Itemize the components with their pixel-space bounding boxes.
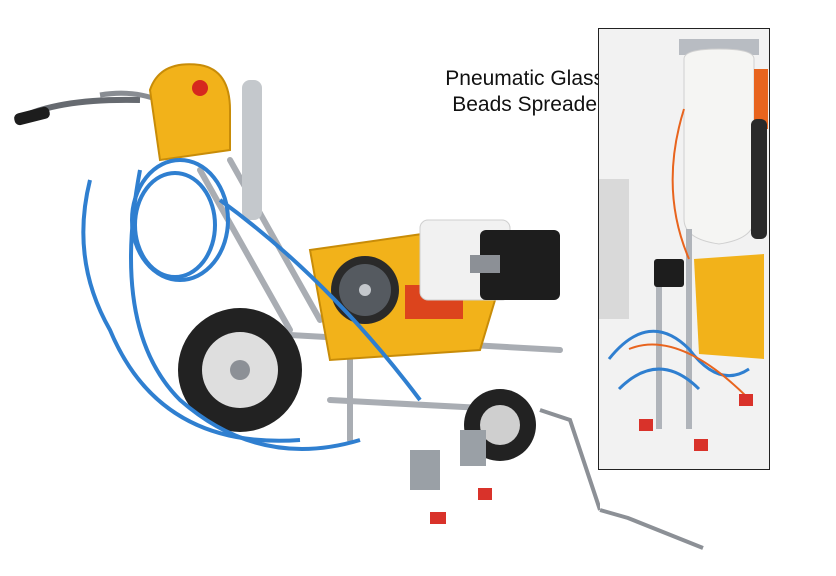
work-light <box>654 259 684 287</box>
blue-hoses-inset <box>607 329 750 391</box>
inset-photo-frame <box>598 28 770 470</box>
blue-hoses <box>81 158 422 451</box>
caption-line-2: Beads Spreader <box>452 93 604 116</box>
orange-air-lines <box>628 108 750 400</box>
caption-line-1: Pneumatic Glass <box>445 67 604 90</box>
pump-housing <box>308 228 497 362</box>
bead-tank <box>679 39 768 245</box>
frame-posts <box>656 229 692 429</box>
line-marking-machine-photo <box>14 63 600 524</box>
guide-rod <box>539 408 600 511</box>
bead-guns <box>639 394 753 451</box>
paint-tank <box>148 63 262 220</box>
caption: Pneumatic Glass Beads Spreader <box>414 66 604 118</box>
spray-guns <box>410 430 492 524</box>
yellow-housing-partial <box>694 254 764 359</box>
guide-rod-extension <box>599 508 704 550</box>
glass-beads-spreader-photo <box>599 29 769 469</box>
engine <box>419 219 560 301</box>
rear-tire <box>178 308 302 432</box>
